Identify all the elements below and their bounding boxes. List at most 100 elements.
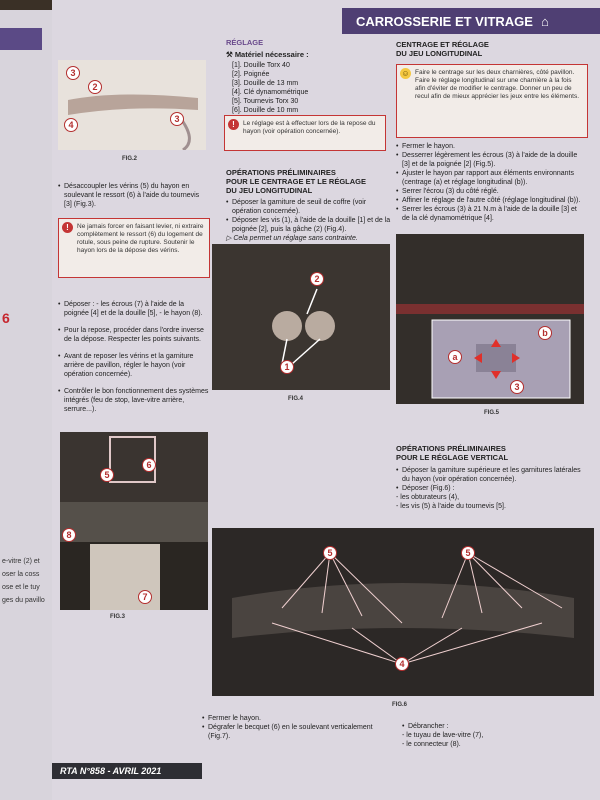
- right-bullet: Desserrer légèrement les écrous (3) à l'…: [396, 151, 586, 169]
- warning-icon: !: [62, 222, 73, 233]
- mid-title-line: DU JEU LONGITUDINAL: [226, 186, 313, 195]
- fig3-photo: 6 5 8 7: [60, 432, 208, 610]
- fig5-label: 3: [510, 380, 524, 394]
- right-bullet: Ajuster le hayon par rapport aux élément…: [396, 169, 586, 187]
- tip-text: Faire le centrage sur les deux charnière…: [415, 69, 580, 100]
- left-page-number: 6: [2, 310, 10, 326]
- mid-bullet: Déposer la garniture de seuil de coffre …: [226, 198, 394, 216]
- right-bullet: Serrer l'écrou (3) du côté réglé.: [396, 187, 586, 196]
- fig2-label: 2: [88, 80, 102, 94]
- fig5-photo: b a 3: [396, 234, 584, 404]
- fig4-photo: 2 1: [212, 244, 390, 390]
- fig3-label: 8: [62, 528, 76, 542]
- left-bullet: Avant de reposer les vérins et la garnit…: [58, 352, 210, 379]
- fig5-caption: FIG.5: [484, 410, 500, 416]
- mid-title-line: OPÉRATIONS PRÉLIMINAIRES: [226, 168, 336, 177]
- vertical-title: OPÉRATIONS PRÉLIMINAIRES POUR LE RÉGLAGE…: [396, 444, 586, 462]
- fig5-label: b: [538, 326, 552, 340]
- hatch-hinge-drawing: [68, 94, 198, 150]
- vertical-title-line: OPÉRATIONS PRÉLIMINAIRES: [396, 444, 506, 453]
- left-page-header-strip: [0, 28, 42, 50]
- materiel-item: [4]. Clé dynamométrique: [232, 89, 309, 96]
- mid-hint: ▷ Cela permet un réglage sans contrainte…: [226, 235, 358, 242]
- fig6-photo: 5 5 4: [212, 528, 594, 696]
- right-bullet: Fermer le hayon.: [396, 142, 586, 151]
- right-bullets: Fermer le hayon. Desserrer légèrement le…: [396, 142, 586, 223]
- vertical-sub: - les obturateurs (4),: [396, 494, 460, 501]
- smiley-icon: ☺: [400, 68, 411, 79]
- materiel-item: [6]. Douille de 10 mm: [232, 107, 299, 114]
- vertical-bullets: Déposer la garniture supérieure et les g…: [396, 466, 590, 511]
- mid-title-line: POUR LE CENTRAGE ET LE RÉGLAGE: [226, 177, 367, 186]
- warning-text: Ne jamais forcer en faisant levier, ni e…: [77, 223, 204, 254]
- vertical-bullet: Déposer (Fig.6) :: [396, 484, 590, 493]
- warning-box: ! Ne jamais forcer en faisant levier, ni…: [58, 218, 210, 278]
- materiel-item: [2]. Poignée: [232, 71, 270, 78]
- left-page-text: e-vitre (2) et oser la coss ose et le tu…: [2, 555, 45, 607]
- fig3-label: 5: [100, 468, 114, 482]
- mid-title: OPÉRATIONS PRÉLIMINAIRES POUR LE CENTRAG…: [226, 168, 396, 195]
- materiel-list: [1]. Douille Torx 40 [2]. Poignée [3]. D…: [232, 61, 372, 115]
- fig2-label: 3: [66, 66, 80, 80]
- warning-icon: !: [228, 119, 239, 130]
- reglage-note-text: Le réglage est à effectuer lors de la re…: [243, 120, 376, 135]
- home-icon: ⌂: [540, 13, 549, 29]
- materiel-title-text: Matériel nécessaire :: [234, 50, 309, 59]
- vertical-bullet: Déposer la garniture supérieure et les g…: [396, 466, 590, 484]
- left-intro-text: Désaccoupler les vérins (5) du hayon en …: [58, 182, 208, 209]
- fig4-caption: FIG.4: [288, 396, 304, 402]
- page-footer: RTA N°858 - AVRIL 2021: [52, 763, 202, 779]
- bottom-right-item: - le connecteur (8).: [402, 741, 461, 748]
- fig2-photo: 3 2 4 3: [58, 60, 206, 150]
- reglage-title: RÉGLAGE: [226, 38, 264, 47]
- materiel-item: [5]. Tournevis Torx 30: [232, 98, 299, 105]
- bottom-bullet: Fermer le hayon.: [202, 714, 392, 723]
- bottom-left: Fermer le hayon. Dégrafer le becquet (6)…: [202, 714, 392, 741]
- right-title-line: CENTRAGE ET RÉGLAGE: [396, 40, 489, 49]
- striker-screws-drawing: [212, 244, 390, 390]
- bottom-right-item: - le tuyau de lave-vitre (7),: [402, 732, 484, 739]
- fig4-label: 2: [310, 272, 324, 286]
- fig2-label: 4: [64, 118, 78, 132]
- materiel-item: [1]. Douille Torx 40: [232, 62, 290, 69]
- left-intro: Désaccoupler les vérins (5) du hayon en …: [58, 182, 208, 209]
- left-page-line: ges du pavillo: [2, 597, 45, 604]
- fig3-caption: FIG.3: [110, 614, 126, 620]
- right-title: CENTRAGE ET RÉGLAGE DU JEU LONGITUDINAL: [396, 40, 586, 58]
- materiel-item: [3]. Douille de 13 mm: [232, 80, 299, 87]
- tip-box: ☺ Faire le centrage sur les deux charniè…: [396, 64, 588, 138]
- fig4-label: 1: [280, 360, 294, 374]
- fig6-caption: FIG.6: [392, 702, 408, 708]
- left-page-line: ose et le tuy: [2, 584, 40, 591]
- right-bullet: Affiner le réglage de l'autre côté (régl…: [396, 196, 586, 205]
- tailgate-strut-drawing: [60, 432, 208, 610]
- fig5-label: a: [448, 350, 462, 364]
- right-bullet: Serrer les écrous (3) à 21 N.m à l'aide …: [396, 205, 586, 223]
- left-bullet: Déposer : - les écrous (7) à l'aide de l…: [58, 300, 210, 318]
- left-bullet: Pour la repose, procéder dans l'ordre in…: [58, 326, 210, 344]
- left-page-line: e-vitre (2) et: [2, 558, 40, 565]
- fig2-label: 3: [170, 112, 184, 126]
- fig2-caption: FIG.2: [122, 156, 138, 162]
- left-page-line: oser la coss: [2, 571, 40, 578]
- fig6-label: 5: [323, 546, 337, 560]
- bottom-right-title: Débrancher :: [402, 722, 582, 731]
- fig6-label: 4: [395, 657, 409, 671]
- wrench-icon: ⚒: [226, 50, 235, 59]
- left-bullets: Déposer : - les écrous (7) à l'aide de l…: [58, 300, 210, 414]
- bottom-bullet: Dégrafer le becquet (6) en le soulevant …: [202, 723, 392, 741]
- fig3-label: 7: [138, 590, 152, 604]
- hinge-adjust-drawing: [396, 234, 584, 404]
- section-title: CARROSSERIE ET VITRAGE: [356, 13, 533, 29]
- vertical-title-line: POUR LE RÉGLAGE VERTICAL: [396, 453, 509, 462]
- vertical-sub: - les vis (5) à l'aide du tournevis [5].: [396, 503, 506, 510]
- reglage-note-box: ! Le réglage est à effectuer lors de la …: [224, 115, 386, 151]
- mid-bullet: Déposer les vis (1), à l'aide de la doui…: [226, 216, 394, 234]
- bottom-right: Débrancher : - le tuyau de lave-vitre (7…: [402, 722, 582, 749]
- fig6-label: 5: [461, 546, 475, 560]
- left-bullet: Contrôler le bon fonctionnement des syst…: [58, 387, 210, 414]
- mid-bullets: Déposer la garniture de seuil de coffre …: [226, 198, 394, 243]
- materiel-title: ⚒ Matériel nécessaire :: [226, 50, 309, 59]
- left-page-edge: 6 e-vitre (2) et oser la coss ose et le …: [0, 10, 52, 800]
- manual-page: CARROSSERIE ET VITRAGE ⌂ 3 2 4 3 FIG.2 D…: [52, 0, 600, 800]
